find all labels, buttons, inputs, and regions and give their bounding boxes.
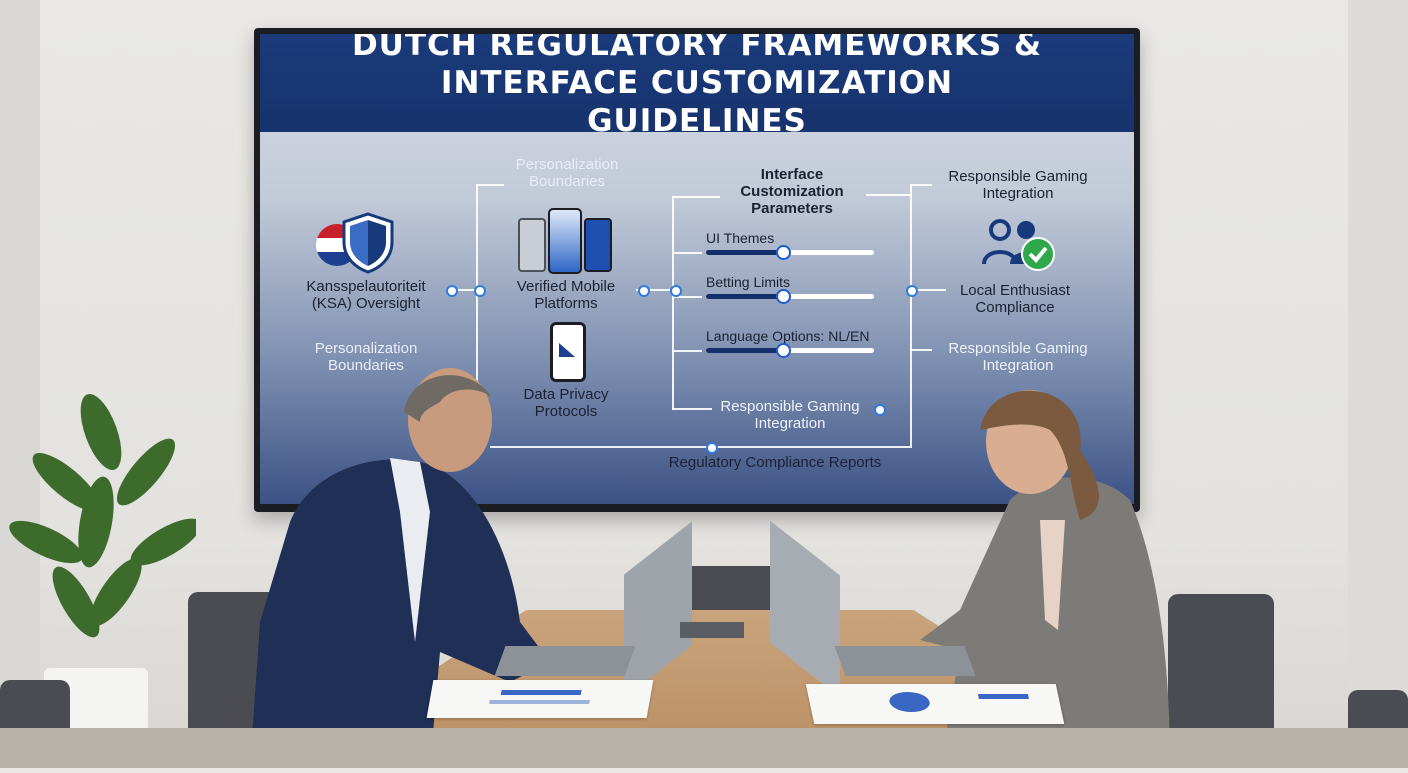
- connector: [672, 296, 702, 298]
- connector: [910, 184, 932, 186]
- connector-node: [474, 285, 486, 297]
- local-enthusiast-compliance: Local Enthusiast Compliance: [959, 282, 1071, 316]
- personalization-boundaries-left: Personalization Boundaries: [314, 340, 418, 374]
- wall-tv: DUTCH REGULATORY FRAMEWORKS & INTERFACE …: [254, 28, 1140, 512]
- man-with-laptop: [250, 362, 550, 768]
- floor: [0, 728, 1408, 768]
- connector: [672, 196, 674, 410]
- slider-label-betting-limits: Betting Limits: [706, 274, 791, 290]
- connector: [636, 289, 670, 291]
- interface-customization-parameters: Interface Customization Parameters: [740, 166, 844, 217]
- connector: [672, 252, 702, 254]
- report-paper-left: [426, 680, 654, 718]
- connector: [910, 349, 932, 351]
- users-check-icon: [982, 218, 1058, 274]
- slider-label-ui-themes: UI Themes: [706, 230, 775, 246]
- connector: [910, 289, 946, 291]
- connector: [476, 184, 504, 186]
- slider-knob[interactable]: [776, 343, 791, 358]
- laptop-right-base: [834, 646, 976, 676]
- slider-fill: [706, 348, 782, 353]
- connector: [672, 408, 712, 410]
- slider-knob[interactable]: [776, 289, 791, 304]
- connector: [476, 184, 478, 449]
- connector: [672, 350, 702, 352]
- connector-node: [706, 442, 718, 454]
- ui-themes-slider[interactable]: [706, 245, 874, 260]
- data-privacy-protocols: Data Privacy Protocols: [523, 386, 609, 420]
- betting-limits-slider[interactable]: [706, 289, 874, 304]
- responsible-gaming-mid: Responsible Gaming Integration: [720, 398, 860, 432]
- wall-right: [1348, 0, 1408, 768]
- laptop-left-base: [494, 646, 636, 676]
- personalization-boundaries-top: Personalization Boundaries: [515, 156, 619, 190]
- connector: [910, 184, 912, 446]
- plant: [6, 372, 202, 672]
- table-cable-port: [680, 622, 744, 638]
- connector: [866, 194, 912, 196]
- connector: [446, 289, 476, 291]
- connector-node: [874, 404, 886, 416]
- verified-mobile-platforms: Verified Mobile Platforms: [516, 278, 616, 312]
- connector-node: [906, 285, 918, 297]
- title-banner: DUTCH REGULATORY FRAMEWORKS & INTERFACE …: [260, 34, 1134, 139]
- connector: [672, 196, 720, 198]
- slider-fill: [706, 250, 782, 255]
- slider-knob[interactable]: [776, 245, 791, 260]
- presentation-title: DUTCH REGULATORY FRAMEWORKS & INTERFACE …: [351, 34, 1043, 139]
- connector: [490, 446, 912, 448]
- regulatory-compliance-reports: Regulatory Compliance Reports: [668, 454, 882, 471]
- slider-label-language-options: Language Options: NL/EN: [706, 328, 870, 344]
- ksa-oversight-label: Kansspelautoriteit (KSA) Oversight: [306, 278, 426, 312]
- phone-document-icon: [550, 322, 586, 382]
- language-options-slider[interactable]: [706, 343, 874, 358]
- connector-node: [638, 285, 650, 297]
- slider-fill: [706, 294, 782, 299]
- mobile-phones-icon: [518, 208, 618, 274]
- connector-node: [446, 285, 458, 297]
- connector-node: [670, 285, 682, 297]
- presentation-screen: DUTCH REGULATORY FRAMEWORKS & INTERFACE …: [260, 34, 1134, 504]
- responsible-gaming-right: Responsible Gaming Integration: [948, 340, 1088, 374]
- wall-left: [0, 0, 40, 768]
- responsible-gaming-top-right: Responsible Gaming Integration: [948, 168, 1088, 202]
- shield-icon: [342, 212, 394, 274]
- report-paper-right: [805, 684, 1065, 724]
